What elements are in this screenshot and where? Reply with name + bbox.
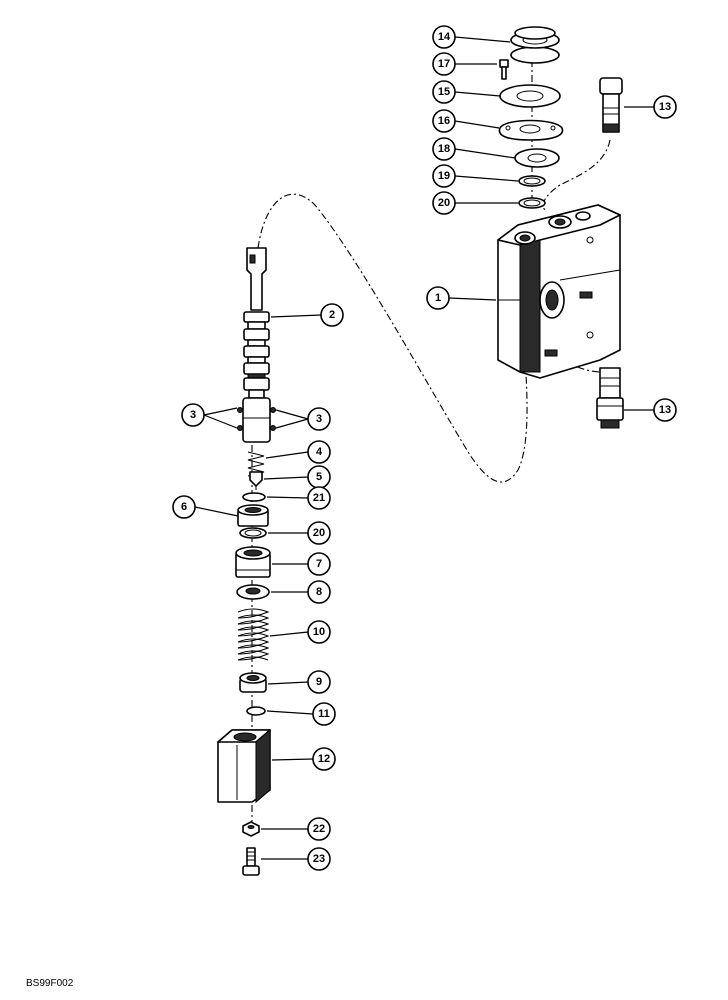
main-spring-part	[237, 608, 270, 661]
callout-9: 9	[307, 670, 331, 694]
callout-11: 11	[312, 702, 336, 726]
svg-text:10: 10	[313, 626, 325, 638]
callout-3-right: 3	[307, 407, 331, 431]
spool-part	[243, 247, 270, 399]
bushing-part	[237, 504, 269, 527]
svg-text:7: 7	[316, 558, 322, 570]
svg-text:3: 3	[190, 409, 196, 421]
svg-text:18: 18	[438, 143, 450, 155]
svg-text:3: 3	[316, 413, 322, 425]
callout-20-upper: 20	[432, 191, 456, 215]
gasket-part	[498, 119, 564, 141]
assembly-path-spool	[257, 193, 528, 483]
svg-text:13: 13	[659, 404, 671, 416]
o-ring-part	[242, 492, 266, 502]
plate-part	[499, 84, 561, 108]
callout-7: 7	[307, 552, 331, 576]
callout-13-upper: 13	[653, 95, 677, 119]
screw-small-part	[499, 59, 509, 80]
callout-14: 14	[432, 25, 456, 49]
callout-3-left: 3	[181, 403, 205, 427]
svg-text:1: 1	[435, 292, 441, 304]
ring-part-lower	[239, 527, 267, 539]
svg-text:5: 5	[316, 471, 322, 483]
plug-part-lower	[596, 367, 624, 429]
callout-12: 12	[312, 747, 336, 771]
svg-text:11: 11	[318, 708, 330, 720]
washer-stack-part	[510, 26, 560, 64]
spring-seat-lower-part	[239, 672, 267, 693]
bolt-part	[242, 847, 260, 876]
callout-16: 16	[432, 109, 456, 133]
svg-text:19: 19	[438, 170, 450, 182]
valve-section-body	[497, 204, 621, 379]
spring-seat-upper-part	[236, 584, 270, 600]
poppet-part	[249, 471, 263, 490]
callout-23: 23	[307, 847, 331, 871]
callout-4: 4	[307, 440, 331, 464]
callout-5: 5	[307, 465, 331, 489]
callout-6: 6	[172, 495, 196, 519]
callout-13-lower: 13	[653, 398, 677, 422]
svg-text:16: 16	[438, 115, 450, 127]
svg-text:2: 2	[329, 309, 335, 321]
callout-1: 1	[426, 286, 450, 310]
figure-code: BS99F002	[26, 978, 74, 989]
snap-ring-part	[246, 706, 266, 716]
leader-lines	[194, 36, 654, 860]
callout-20-lower: 20	[307, 521, 331, 545]
svg-text:12: 12	[318, 753, 330, 765]
svg-text:20: 20	[313, 527, 325, 539]
svg-text:9: 9	[316, 676, 322, 688]
svg-text:22: 22	[313, 823, 325, 835]
ring-part-upper	[518, 197, 546, 209]
callout-2: 2	[320, 303, 344, 327]
svg-text:8: 8	[316, 586, 322, 598]
svg-text:23: 23	[313, 853, 325, 865]
svg-text:13: 13	[659, 101, 671, 113]
callout-15: 15	[432, 80, 456, 104]
callout-10: 10	[307, 620, 331, 644]
callout-18: 18	[432, 137, 456, 161]
ring-part	[518, 175, 546, 187]
svg-text:15: 15	[438, 86, 450, 98]
svg-text:21: 21	[313, 492, 325, 504]
callout-8: 8	[307, 580, 331, 604]
nut-part	[242, 821, 260, 837]
svg-text:6: 6	[181, 501, 187, 513]
callout-22: 22	[307, 817, 331, 841]
cap-part	[217, 728, 271, 804]
svg-text:4: 4	[316, 446, 323, 458]
callout-21: 21	[307, 486, 331, 510]
collar-part	[235, 546, 271, 578]
spool-end-part	[237, 397, 276, 443]
retainer-part	[514, 148, 560, 168]
plug-part-upper	[599, 77, 623, 133]
callout-17: 17	[432, 52, 456, 76]
svg-text:17: 17	[438, 58, 450, 70]
svg-text:14: 14	[438, 31, 451, 43]
small-spring-part	[247, 451, 265, 477]
svg-text:20: 20	[438, 197, 450, 209]
callout-19: 19	[432, 164, 456, 188]
assembly-path-top-plug	[542, 139, 611, 211]
